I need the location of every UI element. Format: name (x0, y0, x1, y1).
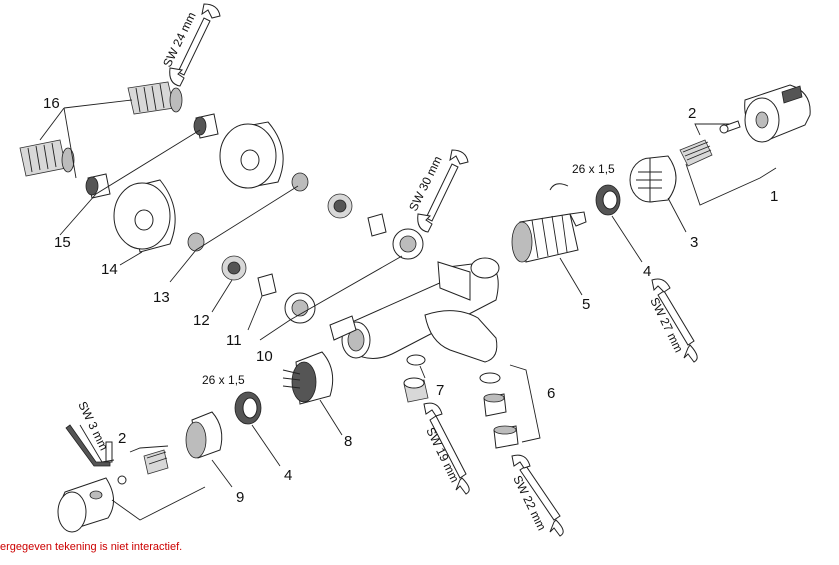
part-1-handle-right (744, 84, 811, 143)
non-interactive-note: ergegeven tekening is niet interactief. (0, 541, 183, 553)
wrench-sw27 (651, 278, 698, 363)
label-part-9: 9 (236, 489, 244, 506)
wrench-label-sw24: SW 24 mm (160, 10, 199, 69)
label-part-8: 8 (344, 433, 352, 450)
wrench-sw24 (169, 3, 221, 87)
label-part-4-right: 4 (643, 263, 651, 280)
part-number-labels: 1 2 3 4 5 6 7 8 4 9 2 10 11 12 13 14 15 … (43, 95, 778, 506)
label-part-11: 11 (226, 332, 242, 349)
part-15-rosette-nipple (85, 113, 219, 199)
part-16-s-union (19, 81, 183, 177)
hex-key-sw3 (65, 424, 111, 467)
label-part-5: 5 (582, 296, 590, 313)
label-part-16: 16 (43, 95, 60, 112)
label-part-2-right: 2 (688, 105, 696, 122)
part-8-flow-cartridge (282, 351, 334, 405)
part-4-seal-ring-right (595, 184, 621, 216)
part-7-nipple (403, 354, 429, 403)
part-2-spindle-right (679, 120, 741, 167)
label-part-3: 3 (690, 234, 698, 251)
label-part-6: 6 (547, 385, 555, 402)
part-1-handle-left (57, 477, 114, 533)
part-4-seal-ring-left (234, 391, 262, 425)
label-part-10: 10 (256, 348, 273, 365)
part-9-stop-head (185, 411, 223, 459)
label-part-15: 15 (54, 234, 71, 251)
wrench-sw22 (511, 454, 564, 537)
label-part-7: 7 (436, 382, 444, 399)
part-5-thermostat-cartridge (511, 183, 587, 263)
label-part-12: 12 (193, 312, 210, 329)
leader-lines (39, 99, 777, 521)
part-10-union-nut (284, 228, 424, 324)
mixer-body (329, 257, 500, 363)
dimension-seal-left: 26 x 1,5 (202, 373, 245, 387)
label-part-4-left: 4 (284, 467, 292, 484)
part-12-filter (221, 193, 353, 281)
part-6-aerator (479, 372, 519, 449)
part-3-temperature-regulator (629, 155, 677, 203)
wrench-sw19 (423, 402, 470, 495)
part-14-cover-plate (113, 121, 284, 253)
label-part-13: 13 (153, 289, 170, 306)
wrench-sw30 (417, 149, 469, 233)
label-part-14: 14 (101, 261, 118, 278)
label-part-1-right: 1 (770, 188, 778, 205)
part-13-sieve (187, 172, 309, 252)
label-part-2-left: 2 (118, 430, 126, 447)
part-11-check-valve (257, 213, 387, 297)
dimension-seal-right: 26 x 1,5 (572, 162, 615, 176)
